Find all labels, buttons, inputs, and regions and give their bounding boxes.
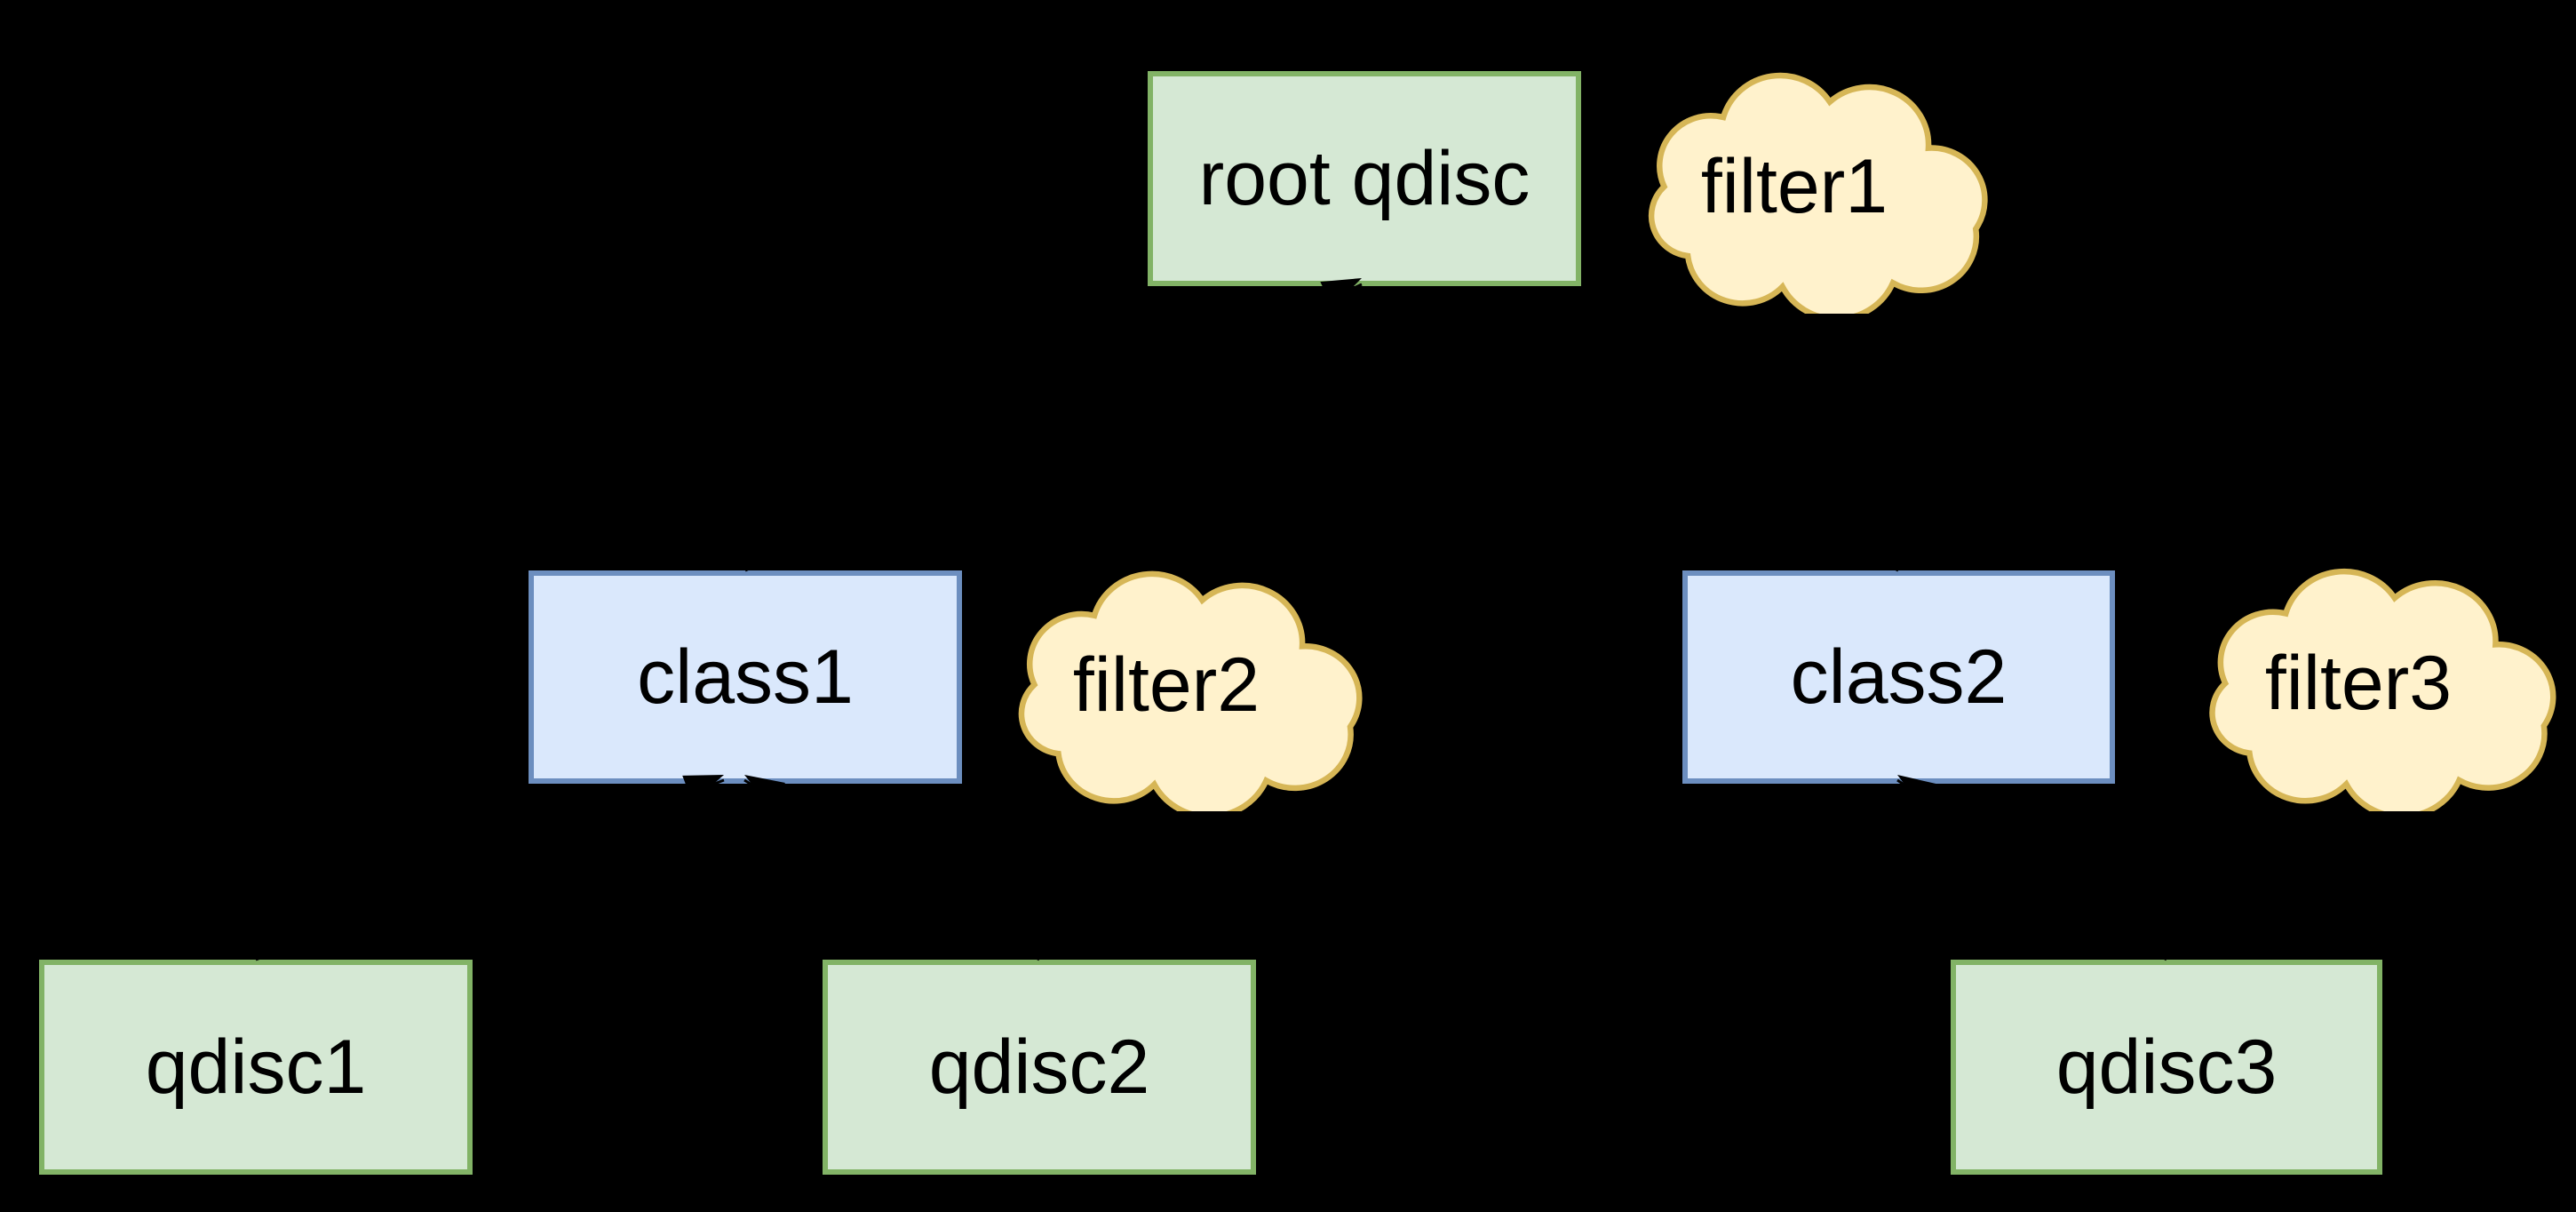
node-filter2-label: filter2 bbox=[1072, 642, 1260, 728]
node-filter1: filter1 bbox=[1597, 60, 1992, 314]
node-class2: class2 bbox=[1682, 570, 2115, 784]
cloud-icon bbox=[2157, 555, 2560, 811]
arrowhead-class2-to-root-qdisc bbox=[1369, 293, 1411, 324]
node-class1-label: class1 bbox=[637, 634, 854, 720]
node-qdisc3-label: qdisc3 bbox=[2055, 1025, 2278, 1110]
node-filter3: filter3 bbox=[2157, 555, 2560, 811]
node-class2-label: class2 bbox=[1790, 634, 2008, 720]
node-qdisc2: qdisc2 bbox=[823, 960, 1256, 1175]
node-qdisc2-label: qdisc2 bbox=[928, 1025, 1150, 1110]
edge-class1-to-root-qdisc bbox=[744, 283, 1363, 572]
node-qdisc1: qdisc1 bbox=[39, 960, 473, 1175]
node-class1: class1 bbox=[529, 570, 962, 784]
node-qdisc1-label: qdisc1 bbox=[145, 1025, 367, 1110]
node-qdisc3: qdisc3 bbox=[1951, 960, 2382, 1175]
node-filter3-label: filter3 bbox=[2264, 641, 2453, 726]
edge-qdisc3-to-class2 bbox=[1896, 778, 2167, 961]
node-filter2: filter2 bbox=[966, 558, 1366, 811]
node-filter1-label: filter1 bbox=[1700, 144, 1888, 229]
node-root-qdisc-label: root qdisc bbox=[1198, 136, 1530, 221]
edge-qdisc1-to-class1 bbox=[255, 778, 725, 961]
cloud-icon bbox=[966, 558, 1366, 811]
node-root-qdisc: root qdisc bbox=[1148, 71, 1581, 286]
edge-class2-to-root-qdisc bbox=[1368, 291, 1899, 572]
